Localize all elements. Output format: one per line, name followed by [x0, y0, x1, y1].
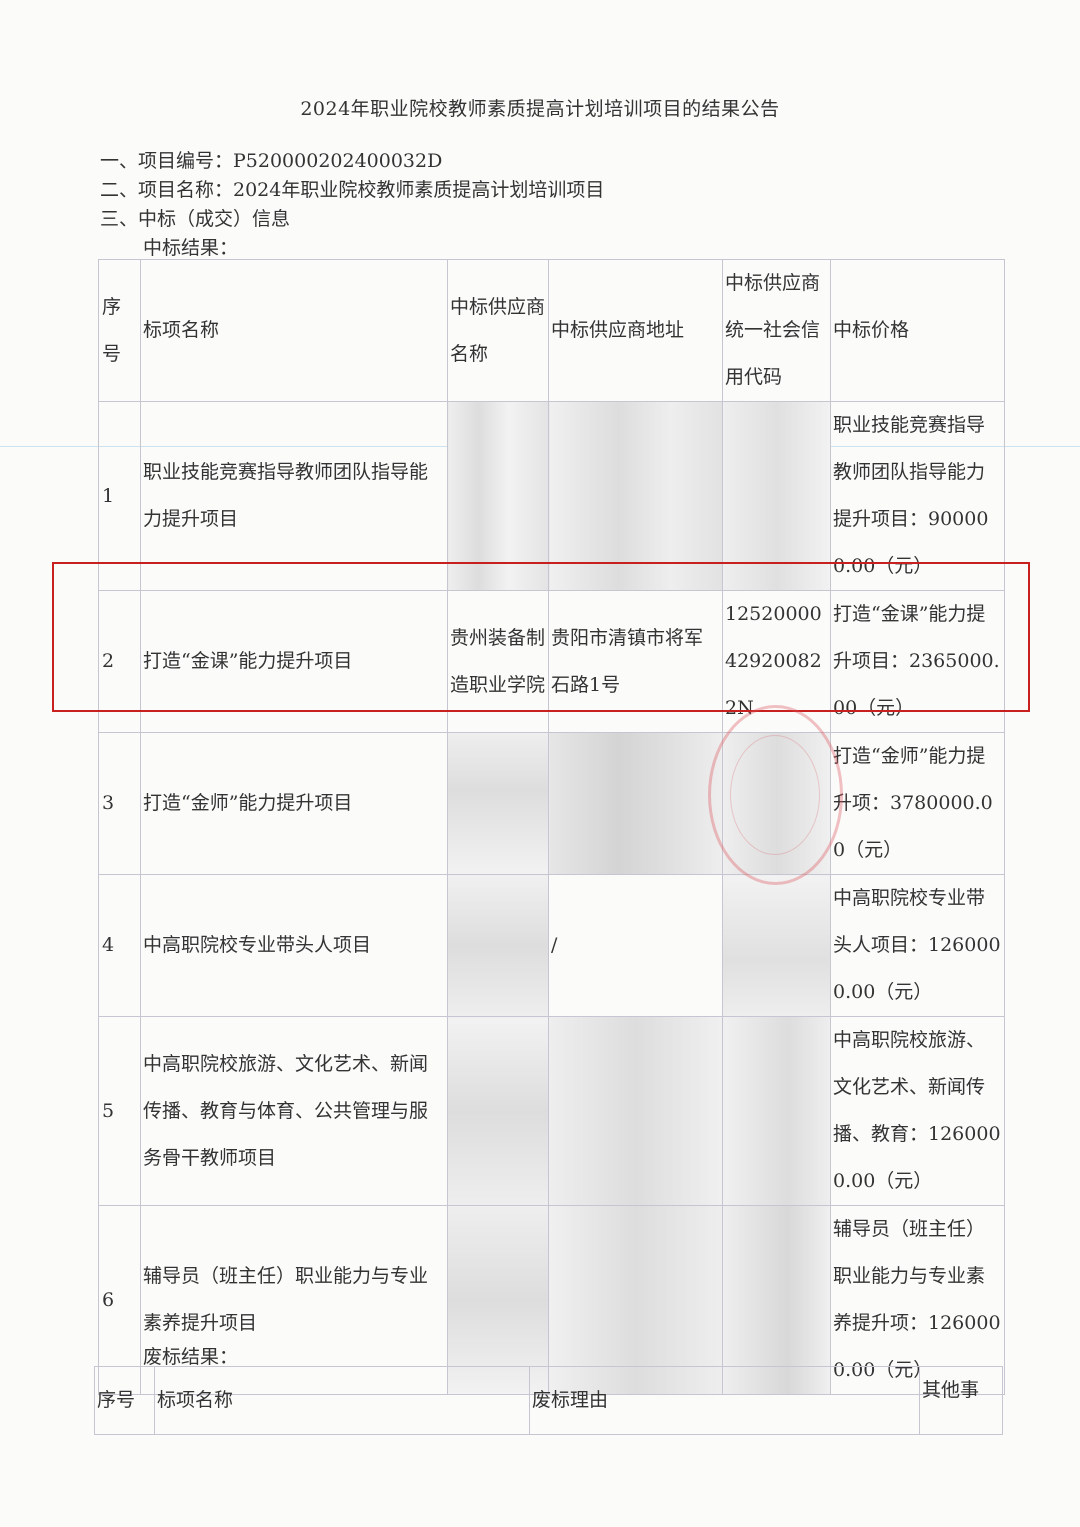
redacted-code — [722, 1016, 831, 1206]
redacted-address — [548, 1205, 723, 1395]
header-supplier-address: 中标供应商地址 — [548, 259, 723, 402]
header-price: 中标价格 — [830, 259, 1005, 402]
award-result-label: 中标结果： — [143, 237, 239, 259]
waste-header-reason: 废标理由 — [529, 1366, 920, 1435]
row-item-name: 职业技能竞赛指导教师团队指导能力提升项目 — [140, 401, 448, 591]
table-row: 3 打造“金师”能力提升项目 打造“金师”能力提升项：3780000.00（元） — [98, 732, 1005, 875]
row-seq: 1 — [98, 401, 141, 591]
row-seq: 5 — [98, 1016, 141, 1206]
redacted-code — [722, 401, 831, 591]
row-price: 中高职院校旅游、文化艺术、新闻传播、教育：1260000.00（元） — [830, 1016, 1005, 1206]
row-price: 中高职院校专业带头人项目：1260000.00（元） — [830, 874, 1005, 1017]
award-table: 序号 标项名称 中标供应商名称 中标供应商地址 中标供应商统一社会信用代码 中标… — [98, 259, 1005, 1395]
table-header-row: 序号 标项名称 中标供应商名称 中标供应商地址 中标供应商统一社会信用代码 中标… — [98, 259, 1005, 402]
row-item-name: 辅导员（班主任）职业能力与专业素养提升项目 — [140, 1205, 448, 1395]
row-seq: 4 — [98, 874, 141, 1017]
page-title: 2024年职业院校教师素质提高计划培训项目的结果公告 — [300, 98, 780, 120]
table-row: 4 中高职院校专业带头人项目 / 中高职院校专业带头人项目：1260000.00… — [98, 874, 1005, 1017]
redacted-code — [722, 874, 831, 1017]
table-row: 5 中高职院校旅游、文化艺术、新闻传播、教育与体育、公共管理与服务骨干教师项目 … — [98, 1016, 1005, 1206]
waste-table: 序号 标项名称 废标理由 其他事 — [94, 1366, 1003, 1435]
row-credit-code: 12520000429200822N — [722, 590, 831, 733]
redacted-address — [548, 1016, 723, 1206]
row-seq: 3 — [98, 732, 141, 875]
row-price: 打造“金师”能力提升项：3780000.00（元） — [830, 732, 1005, 875]
official-seal — [708, 705, 843, 885]
redacted-supplier — [447, 1205, 549, 1395]
row-seq: 6 — [98, 1205, 141, 1395]
row-item-name: 中高职院校旅游、文化艺术、新闻传播、教育与体育、公共管理与服务骨干教师项目 — [140, 1016, 448, 1206]
row-address: / — [548, 874, 723, 1017]
highlight-box — [52, 562, 1030, 712]
redacted-address — [548, 401, 723, 591]
waste-header-seq: 序号 — [94, 1366, 155, 1435]
row-item-name: 打造“金课”能力提升项目 — [140, 590, 448, 733]
project-number: 一、项目编号：P520000202400032D — [100, 150, 443, 172]
waste-header-other: 其他事 — [919, 1366, 1003, 1435]
row-supplier: 贵州装备制造职业学院 — [447, 590, 549, 733]
redacted-supplier — [447, 1016, 549, 1206]
header-credit-code: 中标供应商统一社会信用代码 — [722, 259, 831, 402]
award-info-heading: 三、中标（成交）信息 — [100, 208, 291, 230]
project-name: 二、项目名称：2024年职业院校教师素质提高计划培训项目 — [100, 179, 605, 201]
table-row: 1 职业技能竞赛指导教师团队指导能力提升项目 职业技能竞赛指导教师团队指导能力提… — [98, 401, 1005, 591]
redacted-supplier — [447, 732, 549, 875]
redacted-address — [548, 732, 723, 875]
header-item-name: 标项名称 — [140, 259, 448, 402]
waste-header-item-name: 标项名称 — [154, 1366, 530, 1435]
header-seq: 序号 — [98, 259, 141, 402]
redacted-supplier — [447, 874, 549, 1017]
row-item-name: 中高职院校专业带头人项目 — [140, 874, 448, 1017]
row-address: 贵阳市清镇市将军石路1号 — [548, 590, 723, 733]
redacted-supplier — [447, 401, 549, 591]
waste-header-row: 序号 标项名称 废标理由 其他事 — [94, 1366, 1003, 1435]
row-item-name: 打造“金师”能力提升项目 — [140, 732, 448, 875]
redacted-code — [722, 1205, 831, 1395]
waste-result-label: 废标结果： — [143, 1346, 239, 1368]
table-row: 2 打造“金课”能力提升项目 贵州装备制造职业学院 贵阳市清镇市将军石路1号 1… — [98, 590, 1005, 733]
header-supplier-name: 中标供应商名称 — [447, 259, 549, 402]
official-seal-inner — [730, 735, 820, 855]
row-price: 职业技能竞赛指导教师团队指导能力提升项目：900000.00（元） — [830, 401, 1005, 591]
